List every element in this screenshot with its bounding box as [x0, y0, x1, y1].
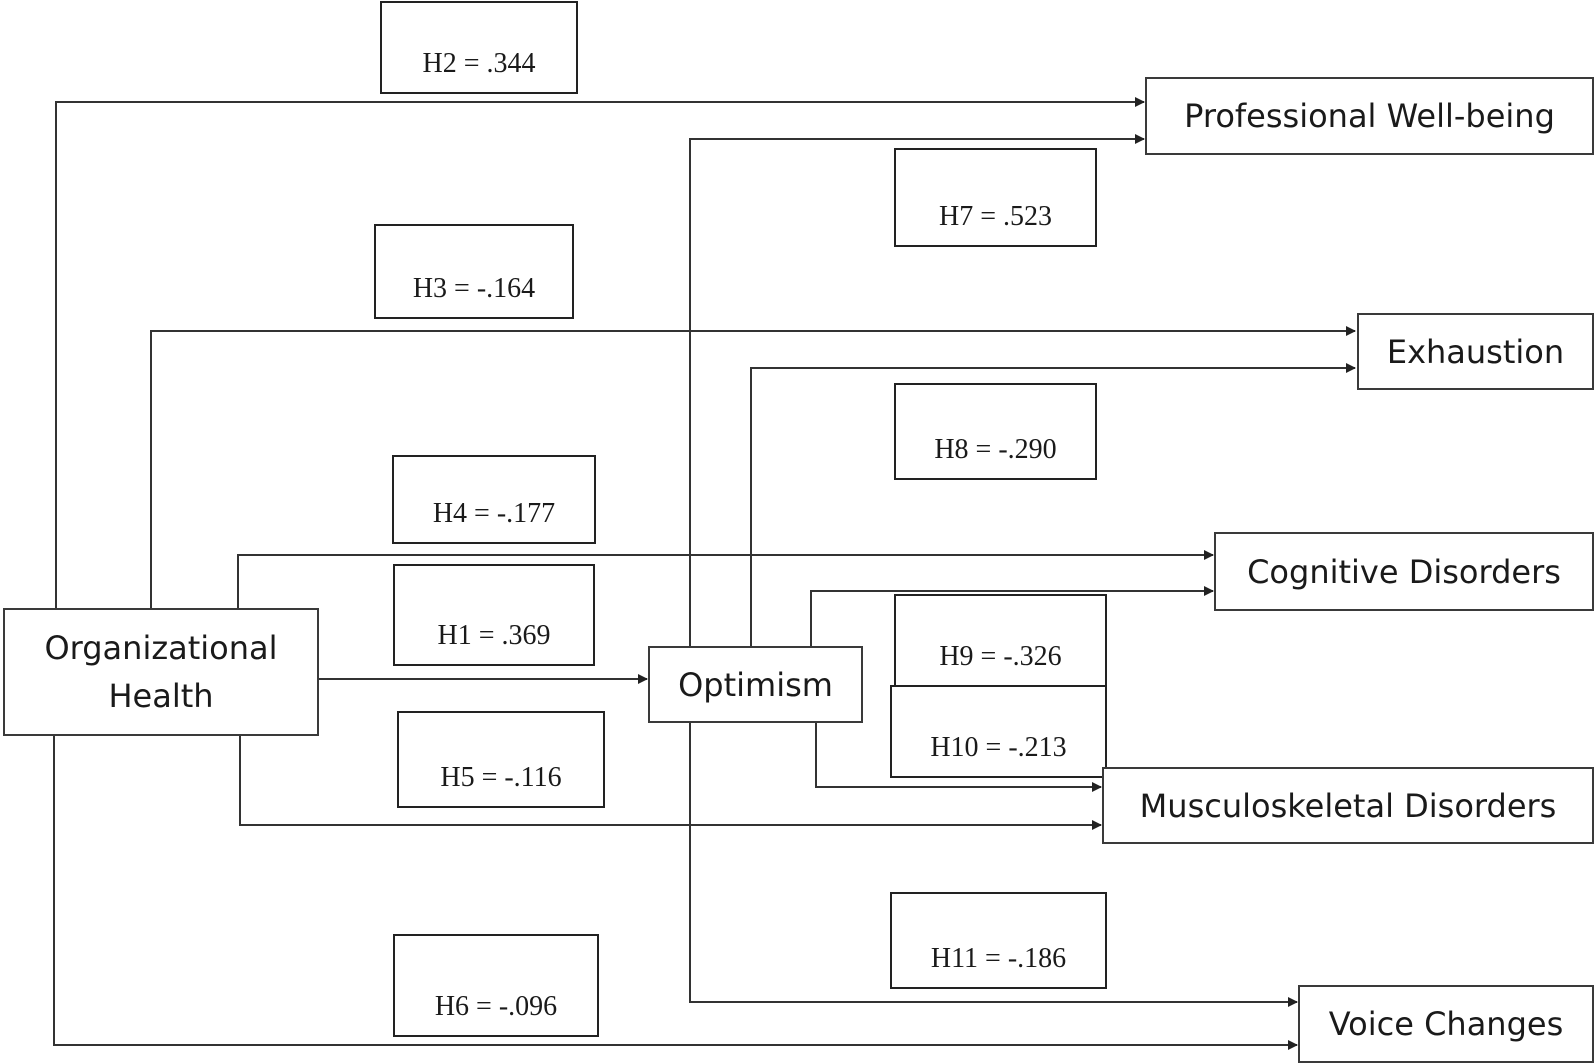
exhaustion-label: Exhaustion [1386, 332, 1565, 371]
path-h9-arrow [810, 586, 1214, 646]
h10-coefficient-label: H10 = -.213 [930, 732, 1067, 763]
professional-wellbeing-box: Professional Well-being [1145, 77, 1594, 155]
h5-coefficient-box: H5 = -.116 [397, 711, 605, 808]
optimism-box: Optimism [648, 646, 863, 723]
organizational-health-label: Organizational Health [44, 629, 278, 715]
h6-coefficient-label: H6 = -.096 [434, 991, 558, 1022]
h10-coefficient-box: H10 = -.213 [890, 685, 1107, 778]
path-h2-arrow [55, 97, 1145, 608]
path-h4-arrow [237, 550, 1214, 608]
path-h8-arrow [750, 363, 1356, 646]
exhaustion-box: Exhaustion [1357, 313, 1594, 390]
voice-changes-box: Voice Changes [1298, 985, 1594, 1063]
h1-coefficient-label: H1 = .369 [437, 620, 551, 651]
h2-coefficient-label: H2 = .344 [422, 48, 536, 79]
h7-coefficient-label: H7 = .523 [938, 201, 1052, 232]
cognitive-disorders-label: Cognitive Disorders [1247, 552, 1561, 591]
path-h10-arrow [815, 722, 1102, 792]
h2-coefficient-box: H2 = .344 [380, 1, 578, 94]
optimism-label: Optimism [678, 665, 833, 704]
h11-coefficient-label: H11 = -.186 [930, 943, 1067, 974]
path-h3-arrow [150, 326, 1356, 608]
h3-coefficient-box: H3 = -.164 [374, 224, 574, 319]
h7-coefficient-box: H7 = .523 [894, 148, 1097, 247]
path-h6-arrow [53, 735, 1298, 1050]
h8-coefficient-label: H8 = -.290 [934, 434, 1057, 465]
h4-coefficient-box: H4 = -.177 [392, 455, 596, 544]
h11-coefficient-box: H11 = -.186 [890, 892, 1107, 989]
path-h11-arrow [689, 722, 1298, 1007]
h4-coefficient-label: H4 = -.177 [432, 498, 556, 529]
h3-coefficient-label: H3 = -.164 [412, 273, 536, 304]
h9-coefficient-box: H9 = -.326 [894, 594, 1107, 687]
musculoskeletal-disorders-label: Musculoskeletal Disorders [1139, 786, 1557, 825]
h8-coefficient-box: H8 = -.290 [894, 383, 1097, 480]
h5-coefficient-label: H5 = -.116 [440, 762, 562, 793]
path-h7-arrow [689, 134, 1145, 646]
h1-coefficient-box: H1 = .369 [393, 564, 595, 666]
cognitive-disorders-box: Cognitive Disorders [1214, 532, 1594, 611]
musculoskeletal-disorders-box: Musculoskeletal Disorders [1102, 767, 1594, 844]
path-h5-arrow [239, 735, 1102, 830]
h9-coefficient-label: H9 = -.326 [939, 641, 1062, 672]
h6-coefficient-box: H6 = -.096 [393, 934, 599, 1037]
professional-wellbeing-label: Professional Well-being [1184, 97, 1555, 135]
organizational-health-box: Organizational Health [3, 608, 319, 736]
voice-changes-label: Voice Changes [1328, 1005, 1564, 1043]
